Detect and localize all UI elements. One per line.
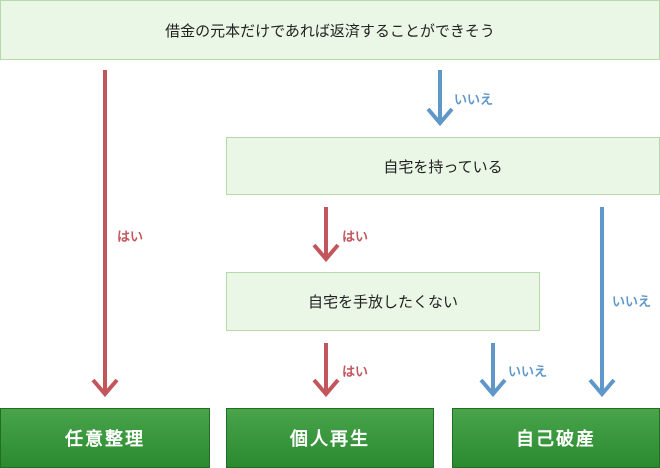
yes-arrow-to-keep-home: [312, 207, 340, 263]
question-box-own-home: 自宅を持っている: [226, 137, 660, 195]
no-label-q3: いいえ: [508, 365, 548, 380]
result-text-bankruptcy: 自己破産: [516, 429, 596, 450]
no-arrow-keep-home-to-bankruptcy: [479, 343, 507, 398]
no-arrow-to-own-home: [426, 70, 454, 127]
no-arrow-own-home-to-bankruptcy: [588, 207, 616, 398]
question-text-keep-home: 自宅を手放したくない: [307, 293, 458, 311]
yes-label-q2: はい: [342, 230, 369, 245]
yes-arrow-to-individual-rehabilitation: [312, 343, 340, 398]
result-bankruptcy: 自己破産: [452, 408, 660, 468]
no-label-q2: いいえ: [612, 295, 652, 310]
yes-label-q1: はい: [117, 230, 144, 245]
result-text-voluntary-settlement: 任意整理: [65, 429, 145, 450]
result-text-individual-rehabilitation: 個人再生: [290, 429, 370, 450]
question-box-keep-home: 自宅を手放したくない: [226, 272, 540, 331]
yes-label-q3: はい: [342, 365, 369, 380]
result-voluntary-settlement: 任意整理: [0, 408, 210, 468]
no-label-q1: いいえ: [454, 93, 494, 108]
yes-arrow-to-voluntary-settlement: [91, 70, 119, 398]
result-individual-rehabilitation: 個人再生: [226, 408, 434, 468]
question-text-repay-principal: 借金の元本だけであれば返済することができそう: [165, 21, 495, 40]
question-box-repay-principal: 借金の元本だけであれば返済することができそう: [0, 0, 660, 60]
question-text-own-home: 自宅を持っている: [383, 157, 503, 176]
